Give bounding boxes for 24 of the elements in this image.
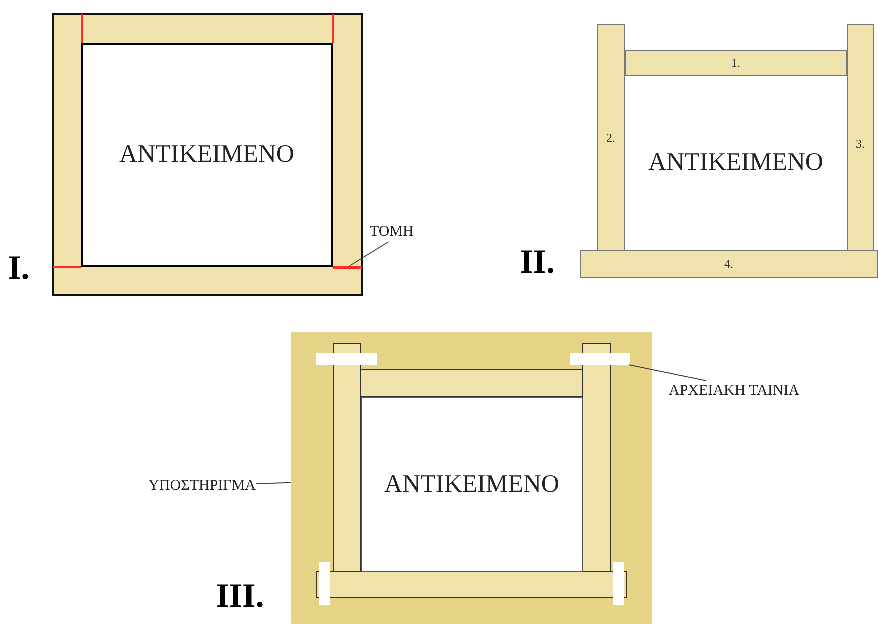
object-box (361, 397, 583, 572)
node-text: 2. (606, 130, 616, 146)
frame-bar (847, 24, 874, 251)
object-box (81, 43, 333, 267)
node-text: ΥΠΟΣΤΗΡΙΓΜΑ (148, 476, 256, 496)
panel-label: III. (216, 580, 264, 614)
node-text: 3. (856, 136, 865, 153)
node-text: ΑΝΤΙΚΕΙΜΕΝΟ (648, 148, 824, 178)
node-text: ΑΝΤΙΚΕΙΜΕΝΟ (384, 470, 560, 500)
support-board (291, 332, 652, 624)
node-text: ΤΟΜΗ (370, 222, 414, 242)
leader-line (256, 482, 292, 484)
node-text: 1. (732, 55, 740, 72)
node-text: ΑΡΧΕΙΑΚΗ ΤΑΙΝΙΑ (669, 382, 800, 401)
panel-label: II. (520, 246, 555, 280)
node-text: ΑΝΤΙΚΕΙΜΕΝΟ (120, 140, 294, 170)
frame-bar (625, 50, 847, 76)
frame-bar (580, 250, 878, 278)
frame-bar (597, 24, 625, 251)
panel-label: I. (8, 252, 30, 286)
archival-tape (570, 353, 630, 365)
node-text: 4. (724, 256, 734, 273)
cut-line (333, 266, 362, 269)
leader-line (628, 364, 708, 382)
